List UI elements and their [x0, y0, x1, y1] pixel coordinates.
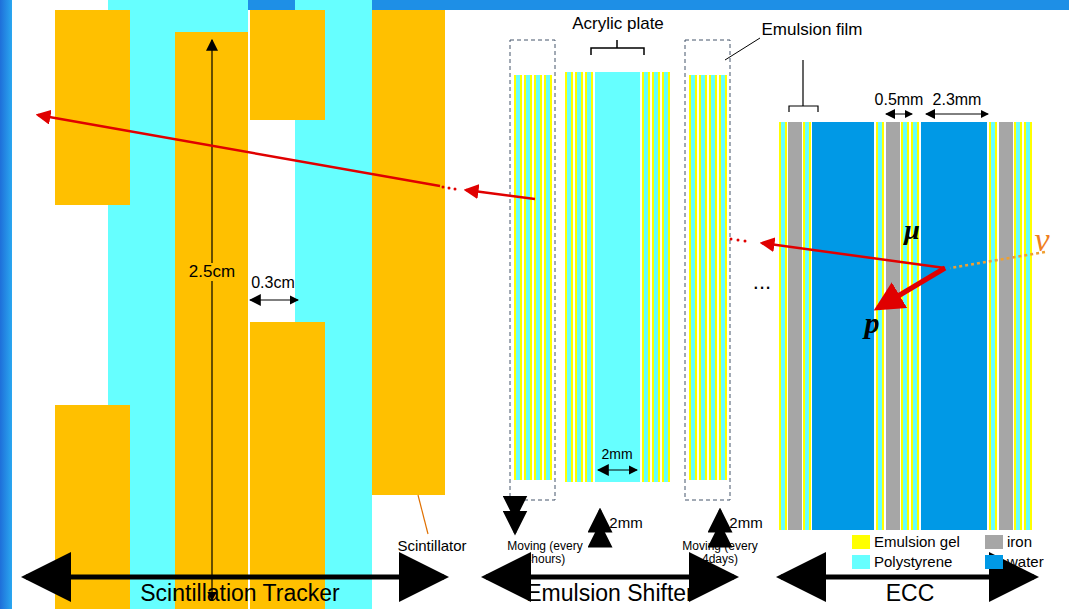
- dimension: 0.5mm: [875, 91, 924, 109]
- legend-text: Emulsion gel: [874, 534, 960, 551]
- dimension: 2mm: [729, 515, 762, 532]
- legend-text: iron: [1007, 534, 1032, 551]
- legend-swatch: [985, 555, 1003, 569]
- particle-symbol: μ: [904, 215, 920, 246]
- legend-swatch: [852, 555, 870, 569]
- legend-swatch: [852, 535, 870, 549]
- scintillation-tracker: [55, 0, 445, 609]
- motion-note: Moving (every 4hours): [499, 540, 591, 566]
- section-name: Emulsion Shifter: [526, 581, 693, 606]
- particle-tracks: [38, 115, 1045, 308]
- dimension: 2.5cm: [187, 263, 237, 282]
- motion-arrows: [515, 507, 720, 536]
- dimension: 2mm: [609, 515, 642, 532]
- ecc-dimensions: [789, 60, 988, 114]
- ecc-stack: [779, 122, 1032, 530]
- part-label: Emulsion film: [761, 21, 862, 40]
- dimension: 2.3mm: [933, 91, 982, 109]
- section-arrows: [26, 575, 1034, 580]
- particle-symbol: ν: [1034, 221, 1049, 258]
- legend-text: Polystyrene: [874, 554, 952, 571]
- section-name: ECC: [886, 581, 935, 606]
- motion-note: Moving (every 4days): [674, 540, 766, 566]
- legend-text: water: [1007, 554, 1044, 571]
- emulsion-shifter: [510, 38, 760, 500]
- part-label: Acrylic plate: [572, 15, 664, 34]
- dimension: 2mm: [599, 447, 634, 462]
- ellipsis: ...: [753, 270, 771, 294]
- section-name: Scintillation Tracker: [140, 581, 339, 606]
- particle-symbol: p: [865, 306, 880, 339]
- legend-swatch: [985, 535, 1003, 549]
- frame-bar: [0, 0, 12, 609]
- part-label: Scintillator: [397, 538, 466, 555]
- dimension: 0.3cm: [251, 274, 295, 292]
